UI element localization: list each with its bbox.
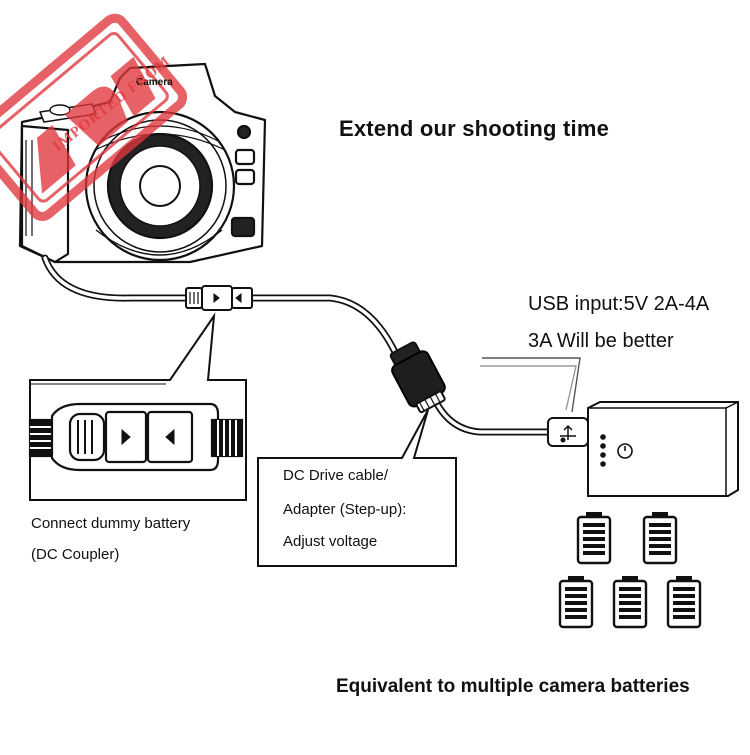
dc-cable-line2: Adapter (Step-up):	[283, 501, 407, 518]
battery-icon	[576, 512, 612, 565]
batteries-group	[558, 512, 702, 629]
battery-icon	[558, 576, 594, 629]
battery-icon	[612, 576, 648, 629]
bottom-caption: Equivalent to multiple camera batteries	[336, 676, 690, 697]
page-title: Extend our shooting time	[339, 116, 610, 141]
dc-coupler-connector-icon	[185, 285, 253, 311]
usb-input-note: 3A Will be better	[528, 330, 674, 352]
dummy-battery-icon	[28, 402, 244, 472]
dc-adapter-icon	[389, 341, 446, 414]
dc-cable-line1: DC Drive cable/	[283, 467, 389, 484]
dc-adapter-callout	[257, 409, 457, 567]
cables	[41, 254, 556, 436]
battery-icon	[642, 512, 678, 565]
power-bank-icon	[587, 401, 739, 497]
battery-icon	[666, 576, 702, 629]
usb-callout-line	[480, 357, 581, 413]
watermark-stamp	[0, 13, 188, 221]
dummy-battery-line1: Connect dummy battery	[31, 515, 191, 532]
usb-input-spec: USB input:5V 2A-4A	[528, 293, 710, 315]
camera-label: Camera	[136, 77, 173, 88]
dummy-battery-line2: (DC Coupler)	[31, 546, 120, 563]
dc-cable-line3: Adjust voltage	[283, 533, 378, 550]
